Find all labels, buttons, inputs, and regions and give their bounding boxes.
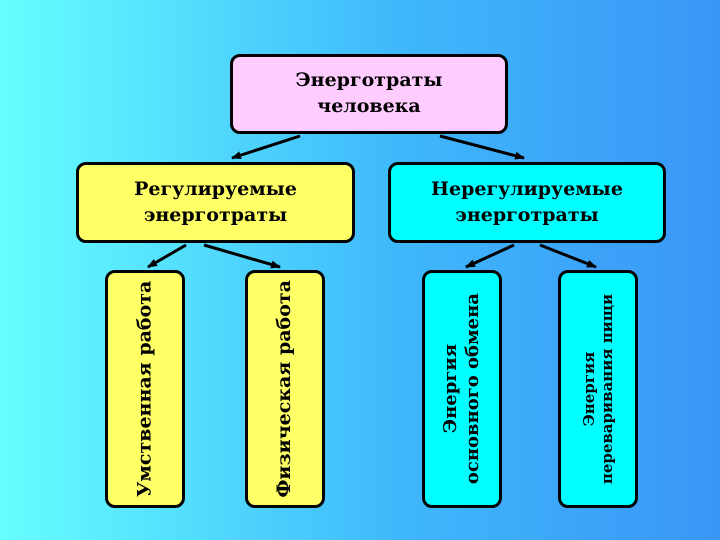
physical-work-label: Физическая работа	[273, 280, 296, 498]
basal-metabolism-line2: основного обмена	[462, 293, 484, 485]
arrow-unregulated-to-basal	[465, 243, 515, 269]
arrow-root-to-regulated	[231, 134, 301, 160]
arrow-unregulated-to-digestion	[539, 243, 597, 269]
food-digestion-line2: переваривания пищи	[598, 293, 617, 485]
basal-metabolism-line1: Энергия	[440, 344, 462, 434]
root-node-line1: Энерготраты	[295, 69, 443, 92]
unregulated-expenditure-node: Нерегулируемые энерготраты	[388, 162, 666, 243]
food-digestion-label: Энергия переваривания пищи	[580, 294, 616, 484]
unregulated-node-line1: Нерегулируемые	[431, 177, 623, 200]
root-node-line2: человека	[317, 95, 421, 117]
mental-work-label: Умственная работа	[133, 280, 156, 498]
food-digestion-node: Энергия переваривания пищи	[558, 270, 638, 508]
basal-metabolism-node: Энергия основного обмена	[422, 270, 502, 508]
physical-work-node: Физическая работа	[245, 270, 325, 508]
arrow-root-to-unregulated	[439, 134, 525, 160]
regulated-node-line1: Регулируемые	[134, 177, 297, 200]
root-node-human-energy-expenditure: Энерготраты человека	[230, 54, 508, 134]
arrow-regulated-to-physical	[203, 243, 281, 269]
arrow-regulated-to-mental	[147, 243, 187, 269]
unregulated-node-line2: энерготраты	[455, 203, 599, 226]
regulated-node-line2: энерготраты	[143, 203, 288, 226]
mental-work-node: Умственная работа	[105, 270, 185, 508]
food-digestion-line1: Энергия	[580, 351, 599, 427]
regulated-expenditure-node: Регулируемые энерготраты	[76, 162, 355, 243]
basal-metabolism-label: Энергия основного обмена	[440, 293, 483, 484]
